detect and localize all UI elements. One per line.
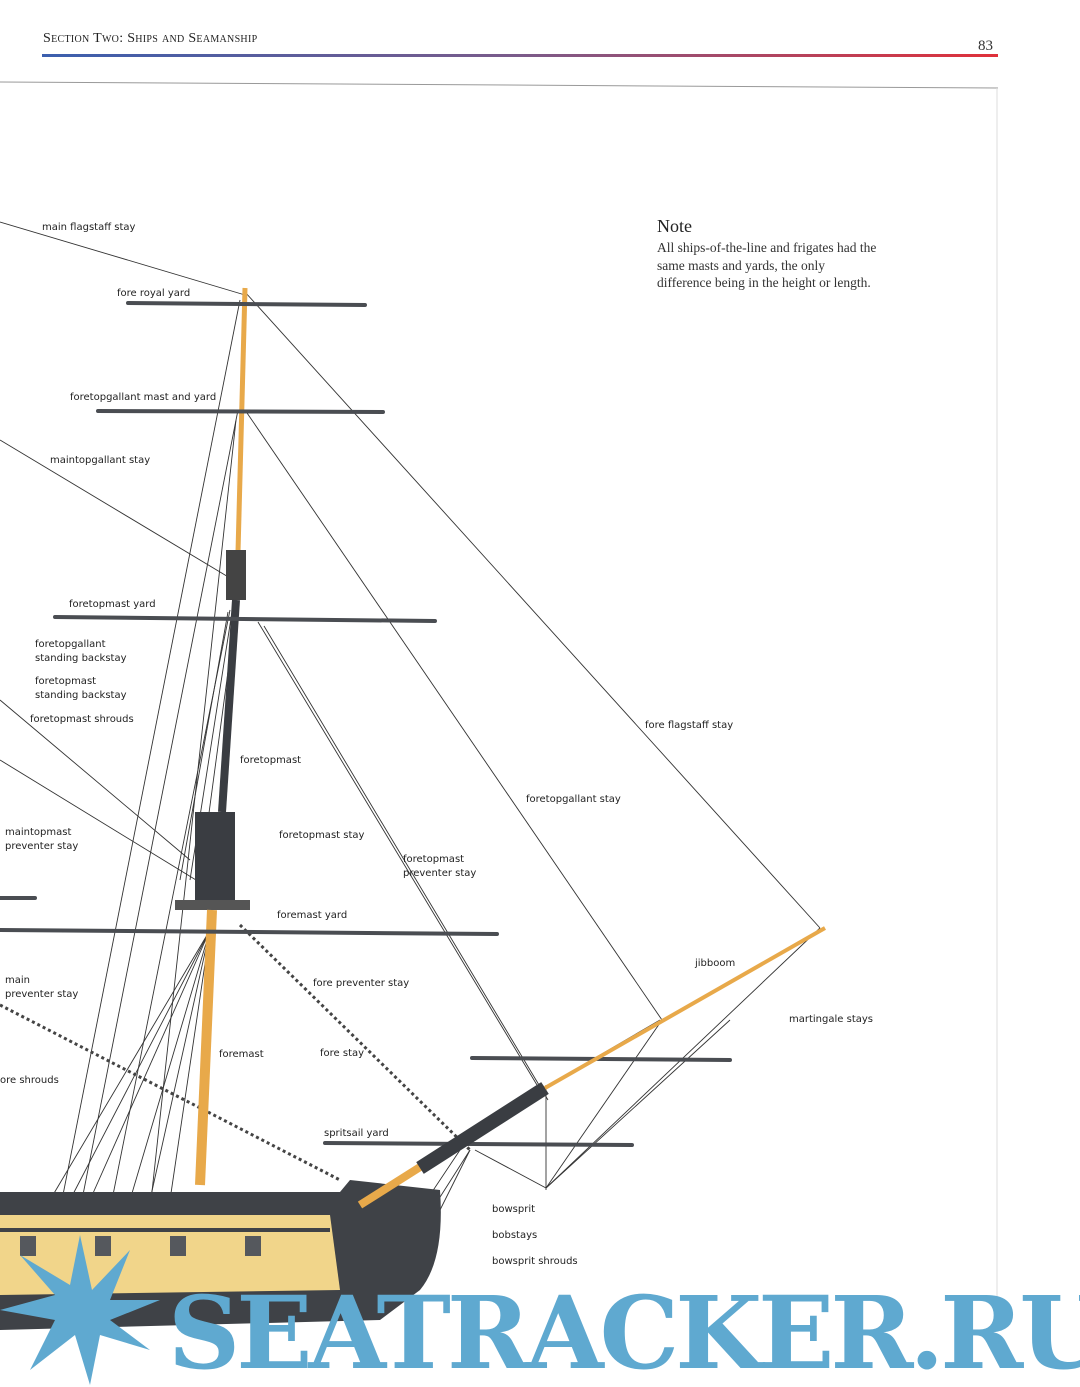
label-maintopgallant-stay: maintopgallant stay [50,455,151,466]
label-bobstays: bobstays [492,1230,538,1241]
label-spritsail-yard: spritsail yard [324,1128,389,1139]
label-bowsprit: bowsprit [492,1204,536,1215]
note-body: All ships-of-the-line and frigates had t… [657,240,877,290]
label-fore-royal-yard: fore royal yard [117,288,191,299]
header-rule [42,54,998,57]
label-main-flagstaff-stay: main flagstaff stay [42,222,136,233]
label-maintopmast-preventer-stay: maintopmast preventer stay [5,827,79,852]
label-foretopgallant-mast-yard: foretopgallant mast and yard [70,392,217,403]
label-martingale-stays: martingale stays [789,1014,873,1025]
label-foretopmast-preventer-stay: foretopmast preventer stay [403,854,477,879]
watermark: SEATRACKER.RU [168,1274,1080,1387]
label-foretopmast-shrouds: foretopmast shrouds [30,714,134,725]
label-fore-preventer-stay: fore preventer stay [313,978,410,989]
masts [175,287,250,1186]
yards [0,301,732,1147]
page-number: 83 [978,38,993,54]
note-title: Note [657,216,692,236]
label-fore-shrouds: ore shrouds [0,1075,59,1086]
frame-top [0,81,999,89]
label-foremast: foremast [219,1049,264,1060]
label-foretopmast-stay: foretopmast stay [279,830,365,841]
rigging-lines [0,221,821,1271]
label-foretopgallant-backstay: foretopgallant standing backstay [35,639,127,664]
label-jibboom: jibboom [695,958,736,969]
label-fore-stay: fore stay [320,1048,365,1059]
label-fore-flagstaff-stay: fore flagstaff stay [645,720,734,731]
label-foretopmast-yard: foretopmast yard [69,599,156,610]
label-foremast-yard: foremast yard [277,910,348,921]
label-main-preventer-stay: main preventer stay [5,975,79,1000]
section-header: Section Two: Ships and Seamanship [43,31,258,46]
label-foretopgallant-stay: foretopgallant stay [526,794,621,805]
bowsprit [357,926,826,1209]
label-bowsprit-shrouds: bowsprit shrouds [492,1256,578,1267]
label-foretopmast: foretopmast [240,755,302,766]
preventer-stays [0,923,472,1182]
label-foretopmast-backstay: foretopmast standing backstay [35,676,127,701]
